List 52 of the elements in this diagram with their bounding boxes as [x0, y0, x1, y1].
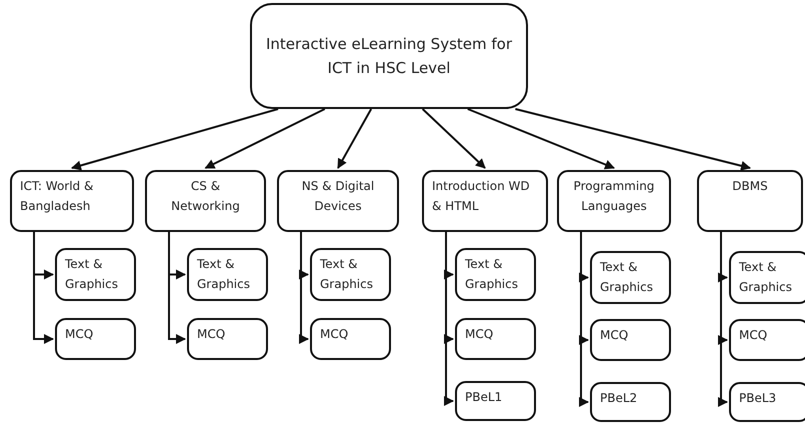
box-label: CS & Networking — [170, 178, 241, 215]
box-label: MCQ — [739, 327, 768, 344]
content-box — [455, 248, 536, 301]
box-label: MCQ — [197, 326, 226, 343]
box-label: DBMS — [732, 178, 768, 195]
box-label: Programming Languages — [572, 178, 656, 215]
box-label: PBeL3 — [739, 390, 776, 407]
box-label: Text & Graphics — [197, 256, 251, 293]
root-box — [250, 3, 528, 109]
content-box — [187, 248, 268, 301]
content-box — [729, 319, 805, 361]
box-label: Text & Graphics — [739, 259, 793, 296]
box-label: MCQ — [465, 326, 494, 343]
topic-box — [10, 170, 134, 232]
content-box — [310, 248, 391, 301]
content-box — [729, 382, 805, 422]
content-box — [590, 382, 671, 422]
arrow — [422, 108, 486, 169]
box-label: Text & Graphics — [65, 256, 119, 293]
arrow — [337, 108, 372, 169]
box-label: ICT: World & Bangladesh — [20, 178, 94, 215]
content-box — [187, 318, 268, 360]
arrow — [33, 232, 54, 344]
arrow — [515, 108, 751, 171]
topic-box — [697, 170, 803, 232]
content-box — [55, 318, 136, 360]
topic-box — [145, 170, 266, 232]
box-label: MCQ — [65, 326, 94, 343]
content-box — [590, 251, 671, 304]
box-label: Introduction WD & HTML — [432, 178, 531, 215]
box-label: Text & Graphics — [465, 256, 519, 293]
content-box — [455, 318, 536, 360]
topic-box — [277, 170, 399, 232]
content-box — [55, 248, 136, 301]
box-label: MCQ — [600, 327, 628, 344]
arrow — [204, 108, 326, 169]
arrow — [168, 232, 186, 344]
box-label: PBeL2 — [600, 390, 638, 407]
arrow — [71, 108, 278, 170]
box-label: Text & Graphics — [600, 259, 654, 296]
arrow — [467, 108, 615, 170]
content-box — [310, 318, 391, 360]
topic-box — [557, 170, 671, 232]
box-label: PBeL1 — [465, 389, 502, 406]
box-label: MCQ — [320, 326, 348, 343]
content-box — [455, 381, 536, 421]
content-box — [590, 319, 671, 361]
topic-box — [422, 170, 548, 232]
box-label: Interactive eLearning System for ICT in HSC Level — [264, 34, 513, 79]
content-box — [729, 251, 805, 304]
box-label: Text & Graphics — [320, 256, 374, 293]
box-label: NS & Digital Devices — [300, 178, 376, 215]
